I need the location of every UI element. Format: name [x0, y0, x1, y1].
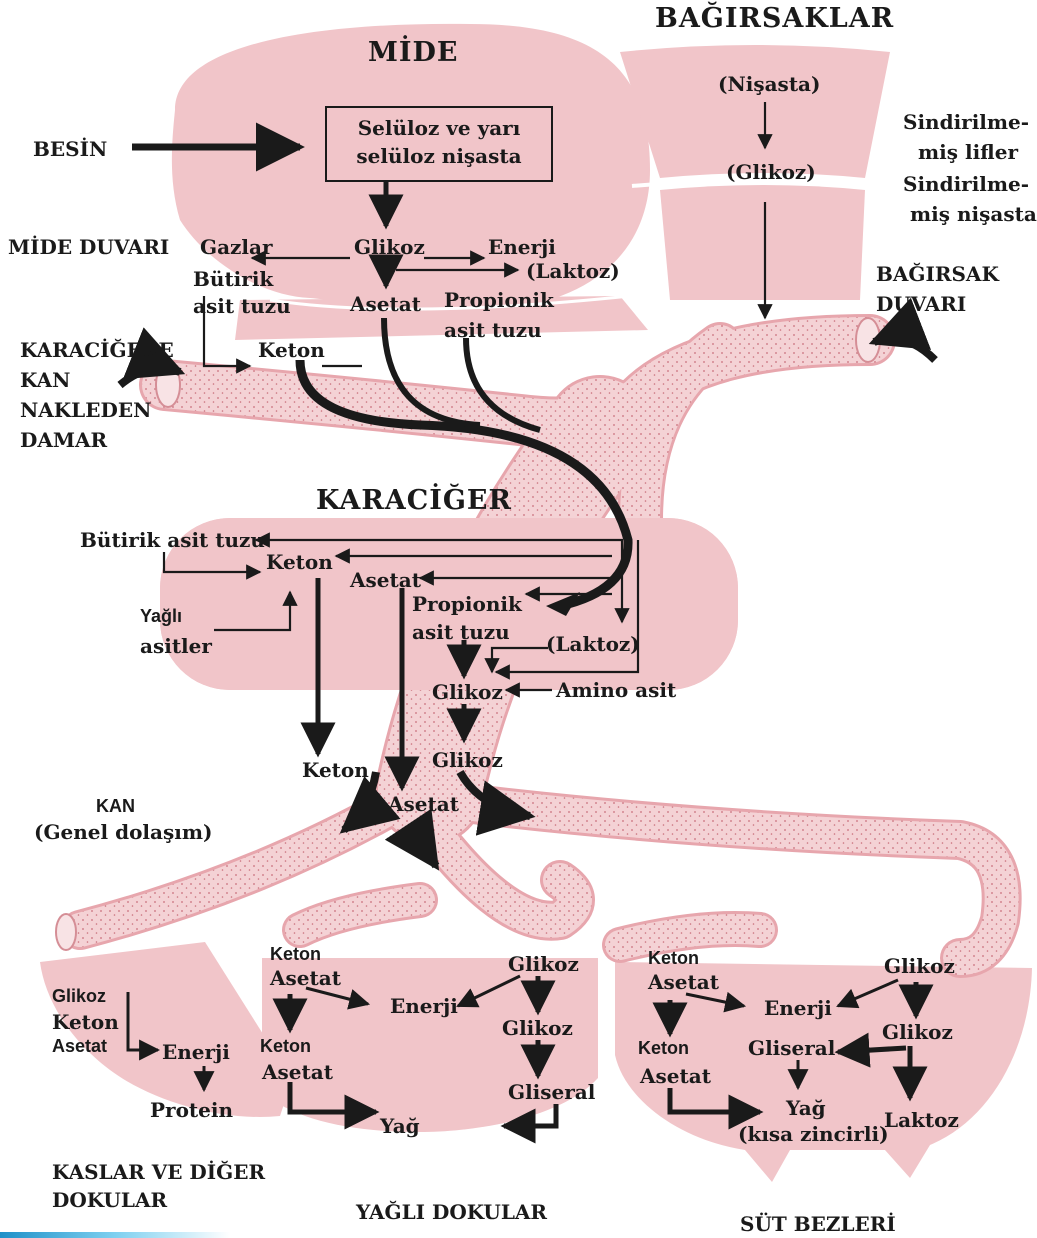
adipose-keton-1: Keton [270, 942, 321, 966]
mammary-glikoz-1: Glikoz [884, 954, 955, 978]
portal-label-3: NAKLEDEN [20, 398, 151, 422]
stomach-glikoz-label: Glikoz [354, 235, 425, 259]
stomach-propionik-2: asit tuzu [444, 318, 542, 342]
liver-keton: Keton [266, 550, 333, 574]
adipose-glikoz-1: Glikoz [508, 952, 579, 976]
liver-yagli-2: asitler [140, 634, 212, 658]
besin-label: BESİN [33, 137, 107, 161]
mammary-glikoz-2: Glikoz [882, 1020, 953, 1044]
liver-propionik-1: Propionik [412, 592, 522, 616]
muscle-protein: Protein [150, 1098, 233, 1122]
title-genel-dolasim: (Genel dolaşım) [34, 820, 212, 844]
title-yagli-dokular: YAĞLI DOKULAR [356, 1200, 547, 1224]
portal-label-2: KAN [20, 368, 70, 392]
liver-asetat: Asetat [350, 568, 421, 592]
intestine-nis-2: miş nişasta [910, 202, 1037, 226]
mammary-asetat-1: Asetat [648, 970, 719, 994]
adipose-glikoz-2: Glikoz [502, 1016, 573, 1040]
decorative-stripe [0, 1232, 230, 1238]
mammary-asetat-2: Asetat [640, 1064, 711, 1088]
liver-glikoz: Glikoz [432, 680, 503, 704]
stomach-keton-label: Keton [258, 338, 325, 362]
mammary-keton-2: Keton [638, 1036, 689, 1060]
intestine-nisasta: (Nişasta) [718, 72, 820, 96]
adipose-gliseral: Gliseral [508, 1080, 595, 1104]
intestine-nis-1: Sindirilme- [903, 172, 1029, 196]
muscle-enerji: Enerji [162, 1040, 230, 1064]
title-kan: KAN [96, 794, 135, 818]
intestine-duvar-2: DUVARI [876, 292, 966, 316]
adipose-keton-2: Keton [260, 1034, 311, 1058]
mammary-laktoz: Laktoz [884, 1108, 959, 1132]
liver-butirik: Bütirik asit tuzu [80, 528, 265, 552]
mammary-keton-1: Keton [648, 946, 699, 970]
box-line-1: Selüloz ve yarı [325, 116, 553, 140]
mammary-kisa-zincirli: (kısa zincirli) [738, 1122, 889, 1146]
liver-laktoz: (Laktoz) [546, 632, 640, 656]
title-karaciger: KARACİĞER [316, 486, 512, 516]
stomach-enerji-label: Enerji [488, 235, 556, 259]
title-bagirsaklar: BAĞIRSAKLAR [655, 4, 894, 34]
gazlar-label: Gazlar [200, 235, 273, 259]
stomach-laktoz-label: (Laktoz) [526, 259, 620, 283]
blood-asetat: Asetat [388, 792, 459, 816]
portal-label-1: KARACİĞERE [20, 338, 174, 362]
liver-yagli-1: Yağlı [140, 604, 182, 628]
adipose-enerji: Enerji [390, 994, 458, 1018]
intestine-duvar-1: BAĞIRSAK [876, 262, 999, 286]
stomach-asetat-label: Asetat [350, 292, 421, 316]
stomach-propionik-1: Propionik [444, 288, 554, 312]
mide-duvari-label: MİDE DUVARI [8, 235, 169, 259]
liver-amino: Amino asit [556, 678, 676, 702]
title-sut-bezleri: SÜT BEZLERİ [740, 1212, 896, 1236]
mammary-gliseral: Gliseral [748, 1036, 835, 1060]
liver-propionik-2: asit tuzu [412, 620, 510, 644]
stomach-butirik-2: asit tuzu [193, 294, 291, 318]
muscle-keton: Keton [52, 1010, 119, 1034]
intestine-lif-1: Sindirilme- [903, 110, 1029, 134]
blood-keton: Keton [302, 758, 369, 782]
portal-label-4: DAMAR [20, 428, 107, 452]
box-line-2: selüloz nişasta [325, 144, 553, 168]
mammary-enerji: Enerji [764, 996, 832, 1020]
title-mide: MİDE [368, 38, 459, 68]
intestine-lif-2: miş lifler [918, 140, 1018, 164]
muscle-glikoz: Glikoz [52, 984, 106, 1008]
adipose-asetat-1: Asetat [270, 966, 341, 990]
title-kaslar-1: KASLAR VE DİĞER [52, 1160, 265, 1184]
stomach-butirik-1: Bütirik [193, 267, 273, 291]
title-kaslar-2: DOKULAR [52, 1188, 167, 1212]
intestine-glikoz: (Glikoz) [726, 160, 816, 184]
adipose-asetat-2: Asetat [262, 1060, 333, 1084]
mammary-yag: Yağ [786, 1096, 826, 1120]
blood-glikoz: Glikoz [432, 748, 503, 772]
adipose-yag: Yağ [380, 1114, 420, 1138]
muscle-asetat: Asetat [52, 1034, 107, 1058]
